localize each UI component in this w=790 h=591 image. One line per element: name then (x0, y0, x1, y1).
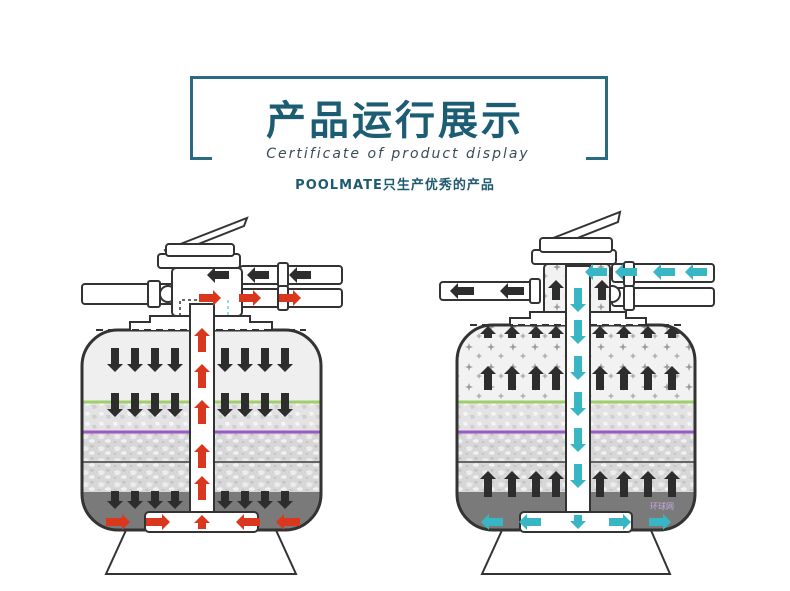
backwash-flow-arrow (570, 464, 586, 488)
media-flow-arrow (480, 366, 496, 390)
media-flow-arrow (147, 348, 163, 372)
filter-flow-arrow (194, 476, 210, 500)
right-multiport-valve (531, 210, 622, 317)
backwash-flow-arrow (585, 264, 607, 280)
filter-flow-arrow (194, 400, 210, 424)
media-flow-arrow (640, 366, 656, 390)
media-flow-arrow (592, 366, 608, 390)
frame-left-line (190, 76, 193, 160)
waste-flow-arrow (500, 283, 524, 299)
media-flow-arrow (107, 348, 123, 372)
media-flow-arrow (237, 491, 253, 509)
media-flow-arrow (277, 348, 293, 372)
backwash-flow-arrow (570, 320, 586, 344)
inlet-flow-arrow (247, 267, 269, 283)
filter-flow-arrow (146, 514, 170, 530)
frame-top-line (190, 76, 608, 79)
waste-flow-arrow (450, 283, 474, 299)
media-flow-arrow (528, 366, 544, 390)
backwash-flow-arrow (649, 514, 671, 530)
media-flow-arrow (548, 326, 564, 338)
backwash-flow-arrow (570, 356, 586, 380)
media-flow-arrow (616, 366, 632, 390)
filter-flow-arrow (236, 514, 260, 530)
subtitle: Certificate of product display (266, 146, 530, 162)
media-flow-arrow (237, 393, 253, 417)
right-tank-stand (480, 527, 672, 575)
media-flow-arrow (504, 471, 520, 497)
media-flow-arrow (167, 491, 183, 509)
filter-flow-arrow (276, 514, 300, 530)
backwash-flow-arrow (570, 428, 586, 452)
media-flow-arrow (592, 471, 608, 497)
media-flow-arrow (147, 491, 163, 509)
filter-flow-arrow (194, 515, 210, 529)
media-flow-arrow (277, 393, 293, 417)
backwash-flow-arrow (570, 392, 586, 416)
media-flow-arrow (107, 393, 123, 417)
media-flow-arrow (127, 491, 143, 509)
header-frame (190, 76, 608, 160)
media-flow-arrow (127, 348, 143, 372)
filter-flow-arrow (194, 328, 210, 352)
filter-flow-arrow (199, 290, 221, 306)
watermark-text: 环球网 (650, 502, 674, 511)
backwash-flow-arrow (570, 515, 586, 529)
tagline: POOLMATE只生产优秀的产品 (295, 178, 495, 193)
backwash-flow-arrow (519, 514, 541, 530)
media-flow-arrow (257, 348, 273, 372)
frame-bottom-right-line (586, 157, 608, 160)
frame-bottom-left-line (190, 157, 212, 160)
media-flow-arrow (480, 326, 496, 338)
media-flow-arrow (504, 326, 520, 338)
media-flow-arrow (504, 366, 520, 390)
backwash-flow-arrow (570, 288, 586, 312)
inlet-flow-arrow (207, 267, 229, 283)
media-flow-arrow (127, 393, 143, 417)
left-tank-stand (104, 527, 298, 575)
media-flow-arrow (664, 326, 680, 338)
filter-flow-arrow (194, 444, 210, 468)
media-flow-arrow (548, 280, 564, 300)
media-flow-arrow (664, 471, 680, 497)
media-flow-arrow (147, 393, 163, 417)
backwash-flow-arrow (481, 514, 503, 530)
filter-flow-arrow (106, 514, 130, 530)
flow-arrows (106, 264, 707, 530)
media-flow-arrow (167, 348, 183, 372)
media-flow-arrow (167, 393, 183, 417)
media-flow-arrow (664, 366, 680, 390)
frame-right-line (605, 76, 608, 160)
media-flow-arrow (594, 280, 610, 300)
filter-flow-arrow (194, 364, 210, 388)
media-flow-arrow (107, 491, 123, 509)
media-flow-arrow (592, 326, 608, 338)
backwash-flow-arrow (653, 264, 675, 280)
media-flow-arrow (640, 326, 656, 338)
inlet-flow-arrow (289, 267, 311, 283)
media-flow-arrow (217, 491, 233, 509)
media-flow-arrow (528, 471, 544, 497)
media-flow-arrow (277, 491, 293, 509)
backwash-flow-arrow (609, 514, 631, 530)
media-flow-arrow (616, 471, 632, 497)
media-flow-arrow (480, 471, 496, 497)
media-flow-arrow (528, 326, 544, 338)
filter-flow-arrow (279, 290, 301, 306)
media-flow-arrow (616, 326, 632, 338)
media-flow-arrow (257, 491, 273, 509)
media-flow-arrow (640, 471, 656, 497)
media-flow-arrow (237, 348, 253, 372)
backwash-flow-arrow (685, 264, 707, 280)
page-title: 产品运行展示 (266, 98, 524, 144)
media-flow-arrow (257, 393, 273, 417)
backwash-flow-arrow (615, 264, 637, 280)
spacer-arrow (119, 286, 128, 302)
media-flow-arrow (217, 348, 233, 372)
media-flow-arrow (548, 366, 564, 390)
filter-flow-arrow (239, 290, 261, 306)
media-flow-arrow (548, 471, 564, 497)
media-flow-arrow (217, 393, 233, 417)
